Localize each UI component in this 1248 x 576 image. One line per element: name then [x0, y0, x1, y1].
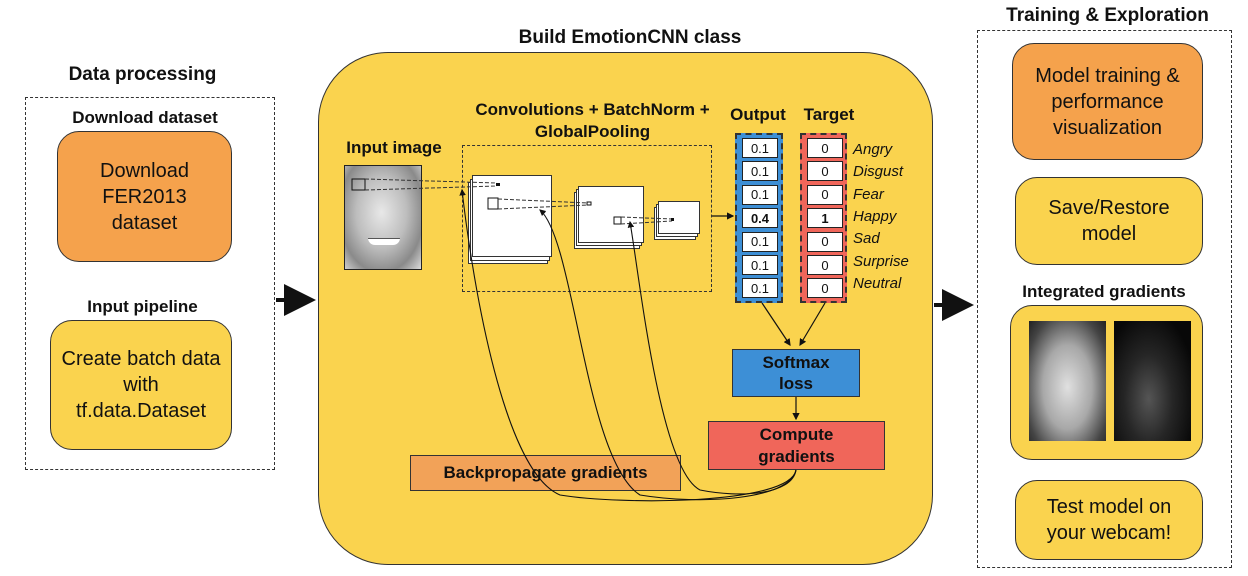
build-emotioncnn-title: Build EmotionCNN class: [518, 27, 742, 48]
training-panel: [977, 30, 1232, 568]
target-cell: 0: [807, 184, 843, 205]
output-cell: 0.4: [742, 208, 778, 229]
feature-map-3a: [658, 201, 700, 234]
emotion-label: Surprise: [853, 252, 909, 270]
target-cell: 0: [807, 278, 843, 299]
target-cell: 0: [807, 255, 843, 275]
smile: [368, 238, 400, 245]
compute-gradients-text: Compute gradients: [758, 425, 835, 466]
output-cell: 0.1: [742, 278, 778, 299]
gradient-curve-2: [539, 209, 797, 501]
data-processing-panel: [25, 97, 275, 470]
download-dataset-label: Download dataset: [72, 108, 218, 127]
test-webcam-box: Test model on your webcam!: [1015, 480, 1203, 560]
target-cell: 1: [807, 208, 843, 229]
data-processing-title: Data processing: [68, 64, 217, 85]
training-exploration-title: Training & Exploration: [1006, 5, 1209, 26]
target-cell: 0: [807, 161, 843, 182]
target-cell: 0: [807, 231, 843, 252]
target-cell: 0: [807, 138, 843, 158]
conv-label-line2: GlobalPooling: [534, 122, 651, 141]
conv-block: [462, 145, 712, 292]
input-face-image: [344, 165, 422, 270]
integrated-gradients-label: Integrated gradients: [1022, 282, 1186, 301]
compute-gradients-box: Compute gradients: [708, 421, 885, 470]
output-cell: 0.1: [742, 184, 778, 205]
receptive-field-1: [351, 178, 366, 191]
gradient-curve-1: [459, 188, 797, 502]
emotion-label: Fear: [853, 185, 884, 203]
conv-label-line1: Convolutions + BatchNorm +: [475, 100, 710, 119]
target-label: Target: [803, 105, 855, 124]
gradient-curve-3: [627, 220, 797, 495]
output-cell: 0.1: [742, 255, 778, 275]
emotion-label: Happy: [853, 207, 897, 225]
emotion-label: Sad: [853, 230, 880, 248]
output-cell: 0.1: [742, 138, 778, 158]
output-label: Output: [730, 105, 786, 124]
output-cell: 0.1: [742, 231, 778, 252]
ig-face-image: [1029, 321, 1106, 441]
emotion-label: Disgust: [853, 163, 904, 181]
download-fer2013-box: Download FER2013 dataset: [57, 131, 232, 262]
input-image-label: Input image: [346, 138, 442, 157]
output-cell: 0.1: [742, 161, 778, 182]
create-batch-box: Create batch data with tf.data.Dataset: [50, 320, 232, 450]
integrated-gradients-box: [1010, 305, 1203, 460]
softmax-loss-text: Softmax loss: [762, 352, 830, 393]
save-restore-box: Save/Restore model: [1015, 177, 1203, 265]
emotion-label: Neutral: [853, 274, 902, 292]
emotion-label: Angry: [853, 141, 893, 158]
feature-map-1a: [472, 175, 552, 257]
model-training-box: Model training & performance visualizati…: [1012, 43, 1203, 160]
conv-label: Convolutions + BatchNorm + GlobalPooling: [430, 99, 755, 143]
feature-map-2a: [578, 186, 644, 243]
input-pipeline-label: Input pipeline: [87, 297, 198, 316]
ig-attribution-image: [1114, 321, 1191, 441]
softmax-loss-box: Softmax loss: [732, 349, 860, 397]
